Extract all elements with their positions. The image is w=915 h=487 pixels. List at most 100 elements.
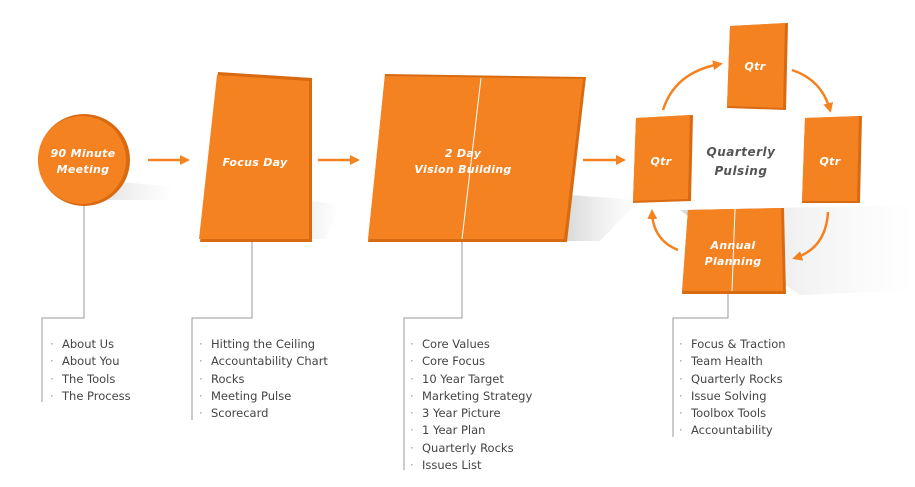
annual-label-line1: Annual — [710, 239, 756, 252]
annual-divider — [731, 208, 736, 292]
list-item: · Issues List — [410, 457, 532, 474]
list-item: · Core Focus — [410, 353, 532, 370]
list-item: · Hitting the Ceiling — [199, 336, 328, 353]
list-item-label: Hitting the Ceiling — [211, 337, 316, 351]
list-item-label: About You — [62, 354, 120, 369]
meeting-label-line2: Meeting — [57, 163, 110, 176]
list-item: · Core Values — [410, 336, 532, 353]
list-pulsing: · Focus & Traction · Team Health · Quarterly … — [679, 336, 786, 440]
list-item-label: Core Focus — [422, 354, 486, 369]
bullet-icon: · — [410, 371, 414, 386]
list-item: · Marketing Strategy — [410, 388, 532, 405]
bullet-icon: · — [199, 337, 203, 351]
list-item-label: Meeting Pulse — [211, 388, 292, 403]
list-item-label: Team Health — [691, 354, 763, 369]
node-annual: Annual Planning — [682, 208, 786, 294]
list-item-label: Accountability Chart — [211, 354, 328, 369]
list-item-label: The Tools — [62, 371, 116, 386]
list-item: · About Us — [50, 336, 131, 353]
list-item: · Focus & Traction — [679, 336, 786, 353]
list-item-label: Rocks — [211, 371, 245, 386]
bullet-icon: · — [410, 406, 414, 421]
connector-lines — [41, 206, 729, 470]
connector-meeting — [41, 206, 85, 402]
node-vision: 2 Day Vision Building — [368, 74, 586, 242]
node-qtr-top: Qtr — [727, 23, 788, 110]
bullet-icon: · — [199, 354, 203, 369]
bullet-icon: · — [50, 371, 54, 386]
bullet-icon: · — [679, 423, 683, 438]
arrow-qtr-top-to-right — [791, 68, 834, 113]
list-item: · Team Health — [679, 353, 786, 370]
node-qtr-left: Qtr — [633, 115, 693, 203]
bullet-icon: · — [199, 371, 203, 386]
connector-vision — [403, 242, 463, 470]
vision-label-line2: Vision Building — [414, 163, 511, 176]
bullet-icon: · — [410, 354, 414, 369]
list-item-label: 3 Year Picture — [422, 406, 501, 421]
list-item-label: Core Values — [422, 337, 490, 351]
list-item: ·1 Year Plan — [410, 422, 532, 439]
list-item: · The Tools — [50, 371, 131, 388]
center-label-line2: Pulsing — [715, 164, 768, 178]
focus-day-label: Focus Day — [222, 156, 288, 169]
list-item: · 10 Year Target — [410, 371, 532, 388]
bullet-icon: · — [410, 458, 414, 473]
list-item: · Scorecard — [199, 405, 328, 422]
bullet-icon: · — [679, 371, 683, 386]
list-item-label: Focus & Traction — [691, 337, 786, 351]
qtr-top-label: Qtr — [745, 60, 766, 73]
bullet-icon: · — [679, 388, 683, 403]
bullet-icon: · — [679, 354, 683, 369]
bullet-icon: · — [410, 337, 414, 351]
list-focus-day: · Hitting the Ceiling · Accountability Char… — [199, 336, 328, 422]
qtr-left-label: Qtr — [651, 155, 672, 168]
list-item: · Rocks — [199, 371, 328, 388]
list-item: · 3 Year Picture — [410, 405, 532, 422]
list-item-label: The Process — [62, 388, 131, 403]
bullet-icon: · — [50, 337, 54, 351]
node-meeting: 90 Minute Meeting — [38, 114, 130, 206]
vision-label-line1: 2 Day — [445, 147, 482, 160]
annual-label-line2: Planning — [705, 255, 762, 268]
arrow-qtr-right-to-annual — [792, 211, 830, 261]
bullet-icon: · — [679, 337, 683, 351]
bullet-icon: · — [50, 388, 54, 403]
list-item: · About You — [50, 353, 131, 370]
list-item: · Meeting Pulse — [199, 388, 328, 405]
connector-pulsing — [672, 292, 729, 437]
shadow-vision — [560, 195, 640, 241]
list-item-label: Accountability — [691, 423, 773, 438]
list-item-label: Quarterly Rocks — [422, 440, 514, 455]
cycle-arrows — [647, 60, 834, 261]
bullet-icon: · — [199, 406, 203, 421]
connector-focus-day — [191, 242, 253, 420]
list-item-label: Marketing Strategy — [422, 388, 533, 403]
list-item-label: Quarterly Rocks — [691, 371, 783, 386]
bullet-icon: · — [50, 354, 54, 369]
node-qtr-right: Qtr — [802, 116, 862, 203]
center-label-line1: Quarterly — [707, 145, 777, 159]
list-item-label: 10 Year Target — [422, 371, 504, 386]
list-item: · Quarterly Rocks — [410, 440, 532, 457]
list-item-label: Toolbox Tools — [691, 406, 767, 421]
qtr-right-label: Qtr — [820, 155, 841, 168]
node-focus-day: Focus Day — [199, 72, 312, 242]
bullet-icon: · — [410, 440, 414, 455]
bullet-icon: · — [199, 388, 203, 403]
list-item: · Toolbox Tools — [679, 405, 786, 422]
list-item: · Accountability Chart — [199, 353, 328, 370]
list-item-label: Scorecard — [211, 406, 269, 421]
list-item: · Quarterly Rocks — [679, 371, 786, 388]
list-item-label: Issue Solving — [691, 388, 767, 403]
arrow-annual-to-qtr-left — [647, 209, 679, 252]
vision-divider — [461, 77, 482, 240]
list-item-label: Issues List — [422, 458, 482, 473]
list-item-label: About Us — [62, 337, 115, 351]
arrow-qtr-left-to-top — [661, 60, 723, 111]
bullet-icon: · — [679, 406, 683, 421]
list-item: · Accountability — [679, 422, 786, 439]
list-meeting: · About Us · About You · The Tools · The Proces… — [50, 336, 131, 405]
bullet-icon: · — [410, 388, 414, 403]
